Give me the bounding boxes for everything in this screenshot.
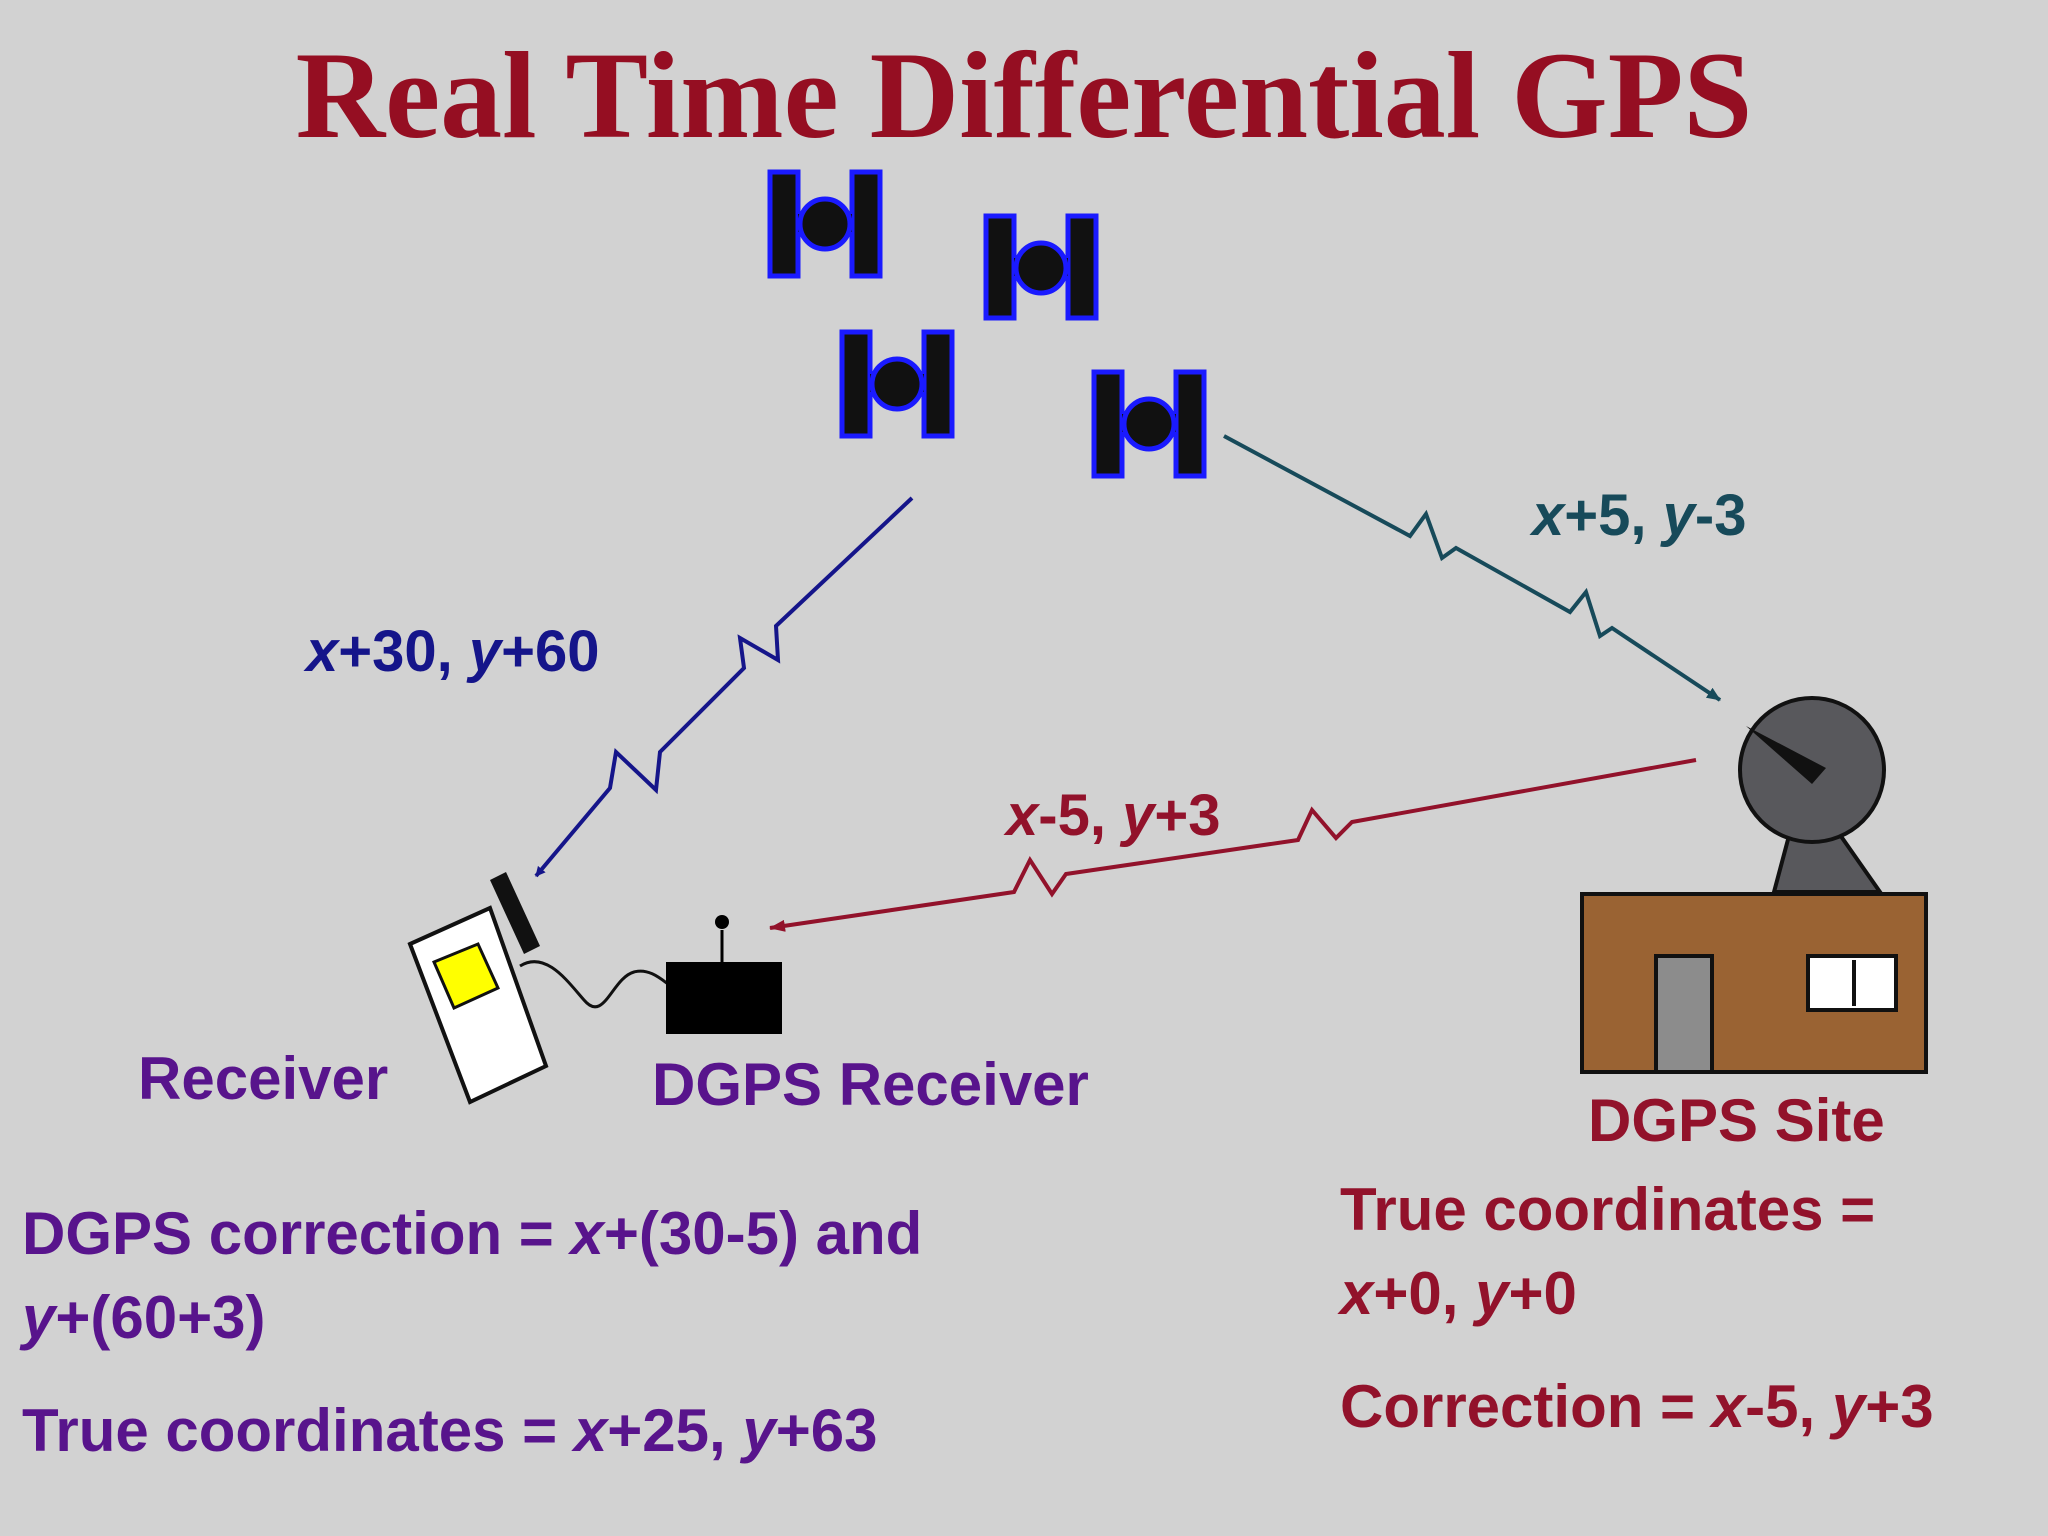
receiver-label: Receiver (138, 1045, 389, 1112)
signal-line-receiver (534, 496, 914, 878)
satellite-icon (767, 169, 883, 279)
signal-label-receiver: x+30, y+60 (306, 619, 600, 684)
signal-label-correction: x-5, y+3 (1006, 783, 1221, 848)
signal-label-site: x+5, y-3 (1532, 483, 1747, 548)
satellite-icon (839, 329, 955, 439)
true-coordinates-site-text: True coordinates = x+0, y+0 (1340, 1176, 1876, 1327)
dgps-receiver-label: DGPS Receiver (652, 1051, 1089, 1118)
signal-line-site (1223, 434, 1722, 702)
satellite-dish-icon (1738, 696, 1886, 894)
signal-line-correction (769, 758, 1697, 932)
dgps-receiver-icon (666, 915, 782, 1034)
receiver-icon (407, 872, 669, 1105)
page-title: Real Time Differential GPS (295, 27, 1753, 164)
site-correction-text: Correction = x-5, y+3 (1340, 1373, 1934, 1440)
dgps-site-building-icon (1580, 892, 1928, 1074)
satellite-icon (1091, 369, 1207, 479)
dgps-correction-text: DGPS correction = x+(30-5) and y+(60+3) (22, 1200, 923, 1351)
satellite-icon (983, 213, 1099, 321)
dgps-site-label: DGPS Site (1588, 1087, 1885, 1154)
true-coordinates-receiver-text: True coordinates = x+25, y+63 (22, 1397, 878, 1464)
